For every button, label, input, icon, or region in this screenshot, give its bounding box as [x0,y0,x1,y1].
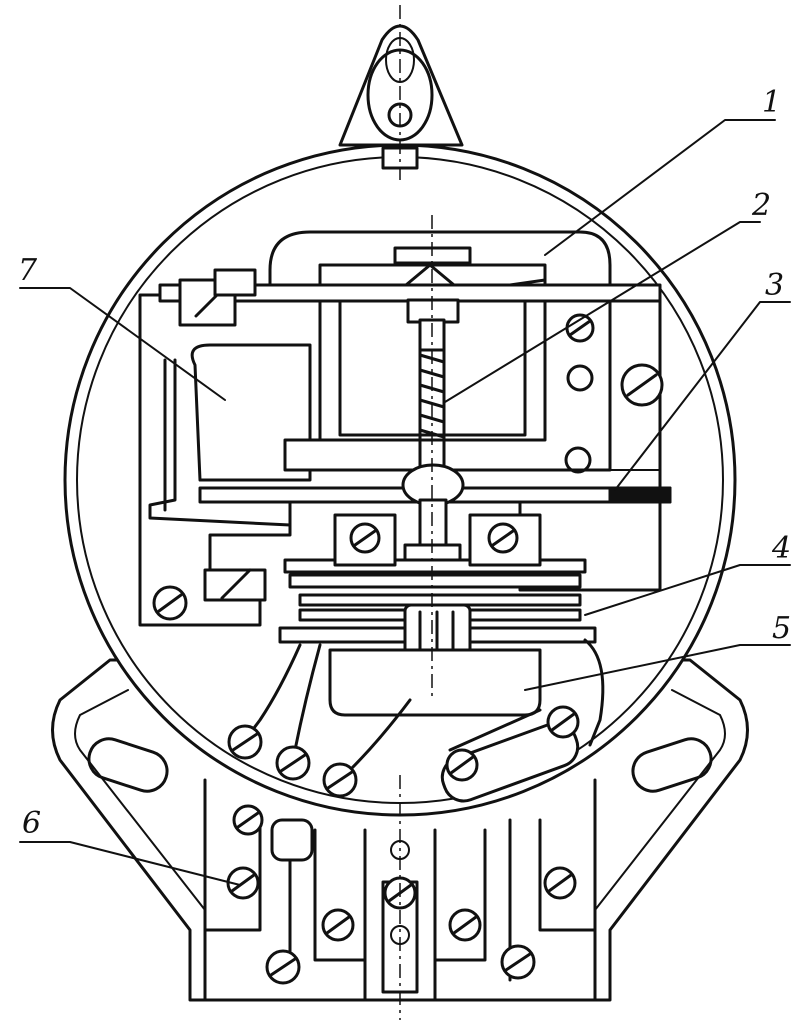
frame-screws [152,313,664,621]
top-mounting-lug [338,24,464,147]
brake-magnet [328,638,605,747]
right-mounting-slot [631,737,713,793]
callout-2: 2 [751,188,771,223]
leader-lines [19,119,791,886]
callout-7: 7 [18,253,38,288]
callout-4: 4 [771,531,791,566]
callout-6: 6 [22,806,41,841]
callout-1: 1 [762,85,781,120]
left-mounting-slot [87,737,169,793]
rotor-disk [278,558,597,667]
adjuster [178,268,267,602]
callout-5: 5 [772,611,791,646]
callout-3: 3 [765,268,784,303]
